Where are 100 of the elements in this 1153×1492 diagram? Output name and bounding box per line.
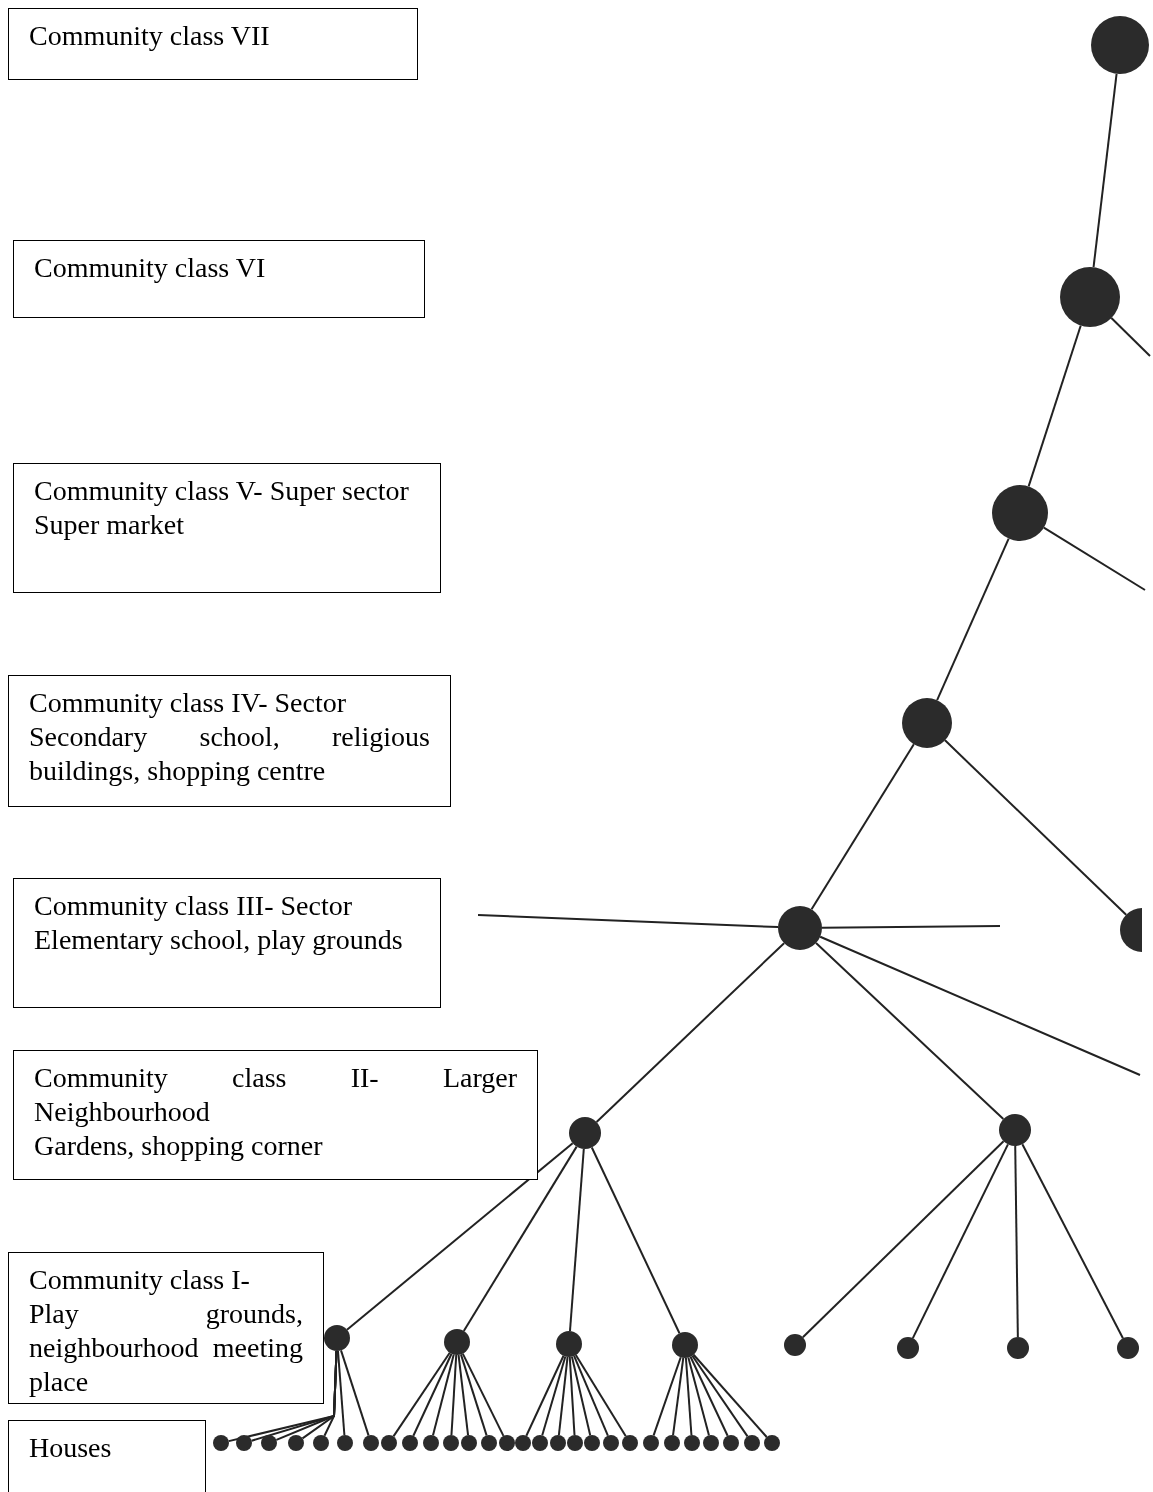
community-node <box>902 698 952 748</box>
house-dot <box>261 1435 277 1451</box>
facility-text: Super market <box>34 508 186 542</box>
connector-line <box>392 1351 451 1438</box>
house-dot <box>313 1435 329 1451</box>
community-node <box>784 1334 806 1356</box>
house-dot <box>515 1435 531 1451</box>
facility-text: Play grounds, neighbourhood meeting place <box>29 1297 303 1399</box>
house-dot <box>443 1435 459 1451</box>
class-label: Community class V- Super sector <box>34 474 410 508</box>
class-label: Houses <box>29 1431 113 1465</box>
class-label: Community class II- Larger Neighbourhood <box>34 1061 517 1129</box>
class-label: Community class VI <box>34 251 267 285</box>
connector-line <box>1042 526 1146 591</box>
house-dot <box>703 1435 719 1451</box>
connector-line <box>412 1352 453 1437</box>
class-label: Community class VII <box>29 19 271 53</box>
connector-line <box>568 1356 576 1436</box>
connector-line <box>687 1356 710 1437</box>
community-node <box>569 1117 601 1149</box>
connector-line <box>557 1355 569 1437</box>
house-dot <box>363 1435 379 1451</box>
connector-line <box>821 925 1001 929</box>
connector-line <box>432 1353 455 1437</box>
connector-line <box>340 1349 370 1437</box>
house-dot <box>213 1435 229 1451</box>
community-node <box>556 1331 582 1357</box>
label-box <box>13 878 441 1008</box>
connector-line <box>936 537 1010 702</box>
connector-line <box>323 1350 338 1437</box>
connector-line <box>801 1140 1005 1339</box>
connector-line <box>1092 72 1118 269</box>
house-dot <box>402 1435 418 1451</box>
connector-line <box>573 1354 609 1437</box>
community-node <box>1091 16 1149 74</box>
connector-line <box>525 1354 565 1437</box>
label-box <box>13 240 425 318</box>
connector-line <box>810 743 915 911</box>
community-node <box>992 485 1048 541</box>
house-dot <box>532 1435 548 1451</box>
connector-line <box>461 1352 505 1437</box>
connector-line <box>691 1354 749 1438</box>
community-node <box>444 1329 470 1355</box>
label-box <box>8 1420 206 1492</box>
connector-line <box>944 739 1128 916</box>
label-box <box>13 1050 538 1180</box>
connector-line <box>689 1355 729 1437</box>
house-dot <box>622 1435 638 1451</box>
community-node <box>1117 1337 1139 1359</box>
class-label: Community class III- Sector <box>34 889 354 923</box>
house-dot <box>481 1435 497 1451</box>
connector-line <box>692 1353 768 1438</box>
community-node <box>999 1114 1031 1146</box>
facility-text: Secondary school, religious buildings, shopping centre <box>29 720 430 788</box>
connector-line <box>337 1349 346 1436</box>
class-label: Community class I- <box>29 1263 251 1297</box>
community-node <box>324 1325 350 1351</box>
house-dot <box>744 1435 760 1451</box>
community-node <box>1007 1337 1029 1359</box>
connector-line <box>459 1353 488 1437</box>
label-box <box>8 8 418 80</box>
community-node <box>672 1332 698 1358</box>
house-dot <box>236 1435 252 1451</box>
community-node <box>1060 267 1120 327</box>
house-dot <box>643 1435 659 1451</box>
connector-line <box>541 1355 567 1437</box>
connector-line <box>652 1356 682 1437</box>
facility-text: Gardens, shopping corner <box>34 1129 324 1163</box>
label-box <box>8 675 451 807</box>
house-dot <box>288 1435 304 1451</box>
connector-line <box>911 1143 1009 1340</box>
house-dot <box>723 1435 739 1451</box>
house-dot <box>584 1435 600 1451</box>
connector-line <box>1021 1143 1124 1340</box>
house-dot <box>664 1435 680 1451</box>
house-dot <box>423 1435 439 1451</box>
class-label: Community class IV- Sector <box>29 686 348 720</box>
community-node <box>778 906 822 950</box>
connector-line <box>1110 317 1151 357</box>
connector-line <box>569 1147 585 1333</box>
connector-line <box>570 1355 592 1437</box>
house-dot <box>337 1435 353 1451</box>
house-dot <box>381 1435 397 1451</box>
connector-line <box>457 1353 470 1437</box>
house-dot <box>499 1435 515 1451</box>
label-box <box>8 1252 324 1404</box>
connector-line <box>574 1354 627 1438</box>
connector-line <box>1014 1145 1019 1338</box>
connector-line <box>477 914 779 929</box>
facility-text: Elementary school, play grounds <box>34 923 404 957</box>
connector-line <box>595 942 786 1123</box>
connector-line <box>1027 324 1082 488</box>
house-dot <box>461 1435 477 1451</box>
connector-line <box>815 942 1005 1121</box>
house-dot <box>567 1435 583 1451</box>
connector-line <box>684 1356 693 1436</box>
label-box <box>13 463 441 593</box>
connector-line <box>590 1146 681 1335</box>
house-dot <box>764 1435 780 1451</box>
community-node <box>897 1337 919 1359</box>
